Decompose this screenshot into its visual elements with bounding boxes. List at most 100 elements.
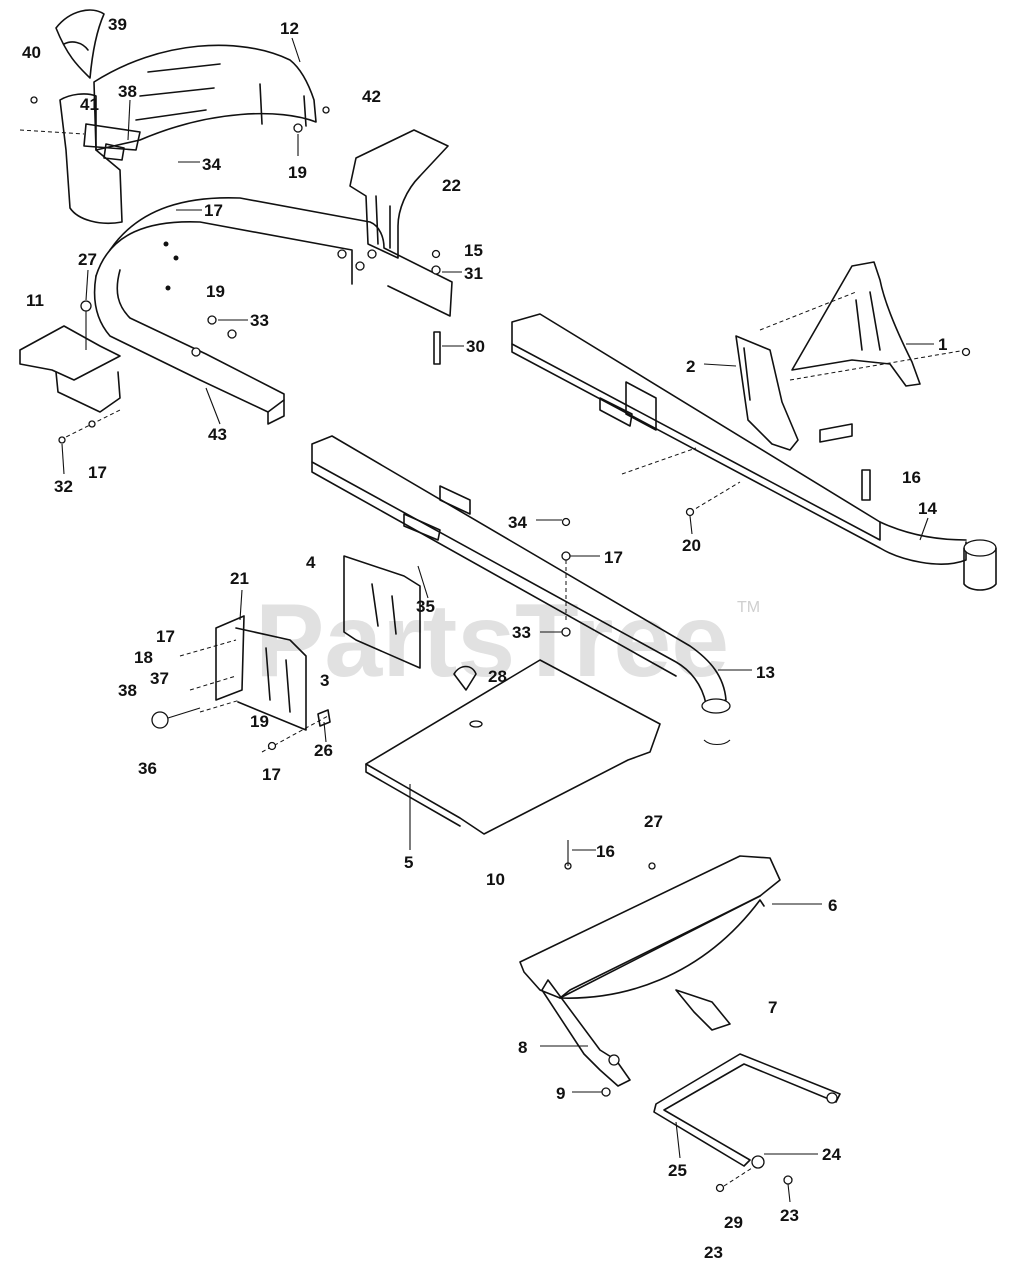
callout-43: 43 <box>208 425 227 444</box>
rod-end <box>826 1092 838 1104</box>
part-22-bracket <box>349 129 449 259</box>
callout-42: 42 <box>362 87 381 106</box>
part-8-pivot <box>608 1054 620 1066</box>
part-3-plate <box>235 627 307 731</box>
callout-17-b: 17 <box>88 463 107 482</box>
part-5-pan <box>365 659 661 835</box>
callout-18: 18 <box>134 648 153 667</box>
leader-27 <box>85 269 89 301</box>
part-41-plate <box>83 123 141 151</box>
callout-6: 6 <box>828 896 837 915</box>
part-33-nut <box>227 329 237 339</box>
callout-34-b: 34 <box>508 513 527 532</box>
part-12-fender-side <box>59 93 123 224</box>
part-7-bracket <box>675 989 731 1031</box>
fender-rear-edge <box>259 83 307 127</box>
callout-36: 36 <box>138 759 157 778</box>
part-6-edge <box>559 895 761 999</box>
part-25-rod <box>653 1053 841 1167</box>
plate-bolt-line <box>189 675 237 691</box>
callout-7: 7 <box>768 998 777 1017</box>
watermark-text: PartsTree <box>255 583 729 699</box>
watermark-trademark: TM <box>737 599 760 616</box>
callout-33: 33 <box>250 311 269 330</box>
part-2-slot <box>743 347 751 401</box>
callout-16: 16 <box>902 468 921 487</box>
leader-25 <box>675 1121 681 1159</box>
tube-hole <box>173 255 179 261</box>
callout-19: 19 <box>288 163 307 182</box>
part-3-slots <box>265 647 291 713</box>
callout-9: 9 <box>556 1084 565 1103</box>
part-14-spindle-top <box>963 539 997 557</box>
plate-bolt-line <box>179 639 237 657</box>
part-2-bracket <box>735 335 799 451</box>
callout-20: 20 <box>682 536 701 555</box>
footrest-assembly <box>519 840 781 1031</box>
callout-39: 39 <box>108 15 127 34</box>
callout-25: 25 <box>668 1161 687 1180</box>
tube-hole <box>165 285 171 291</box>
callout-28: 28 <box>488 667 507 686</box>
callout-35: 35 <box>416 597 435 616</box>
callout-38-b: 38 <box>118 681 137 700</box>
part-27-bolt <box>80 300 92 312</box>
part-27-bolt <box>648 862 656 870</box>
part-12-fender-top <box>93 44 317 151</box>
part-7-pan <box>559 899 765 999</box>
callout-23-b: 23 <box>704 1243 723 1262</box>
callout-33-b: 33 <box>512 623 531 642</box>
callout-27-b: 27 <box>644 812 663 831</box>
part-29-washer <box>715 1183 725 1193</box>
callout-3: 3 <box>320 671 329 690</box>
part-4-plate <box>343 555 421 669</box>
part-1-ribs <box>855 291 881 351</box>
part-36-shank <box>167 707 201 719</box>
callout-8: 8 <box>518 1038 527 1057</box>
part-5-hole <box>469 720 483 728</box>
part-8-arm <box>541 979 631 1087</box>
callout-41: 41 <box>80 95 99 114</box>
part-20-bolt <box>689 481 741 513</box>
callout-17: 17 <box>204 201 223 220</box>
callout-21: 21 <box>230 569 249 588</box>
bracket-nut <box>355 261 365 271</box>
tube-nut <box>191 347 201 357</box>
bracket-nut <box>961 347 971 357</box>
callout-30: 30 <box>466 337 485 356</box>
part-28-knob <box>453 665 477 691</box>
callout-26: 26 <box>314 741 333 760</box>
callout-12: 12 <box>280 19 299 38</box>
part-15-nut <box>431 249 441 259</box>
part-36-eyebolt <box>151 711 169 729</box>
callout-17-c: 17 <box>604 548 623 567</box>
leader-38 <box>127 99 131 141</box>
callout-1: 1 <box>938 335 947 354</box>
plate-bolt-line <box>199 699 241 713</box>
callout-37: 37 <box>150 669 169 688</box>
part-11-plate-side <box>55 371 121 413</box>
callout-19-b: 19 <box>206 282 225 301</box>
callout-16-b: 16 <box>596 842 615 861</box>
part-13-rail-side <box>311 461 677 677</box>
part-1-bracket <box>791 261 921 387</box>
bracket-nut <box>337 249 347 259</box>
callout-11: 11 <box>26 291 44 310</box>
part-26-spacer <box>317 709 331 727</box>
part-33-nut <box>207 315 217 325</box>
part-22-ribs <box>375 195 391 249</box>
leader-2 <box>703 363 737 367</box>
callout-5: 5 <box>404 853 413 872</box>
part-43-tube-top <box>109 196 453 317</box>
part-30-pin <box>433 331 441 365</box>
linkage-arm <box>541 979 631 1097</box>
callout-32: 32 <box>54 477 73 496</box>
bracket-nut <box>367 249 377 259</box>
part-14-rail-side <box>511 343 967 565</box>
leader-43 <box>205 387 221 425</box>
callout-27: 27 <box>78 250 97 269</box>
rail-plate-small <box>403 513 441 541</box>
rail-end-detail <box>703 739 731 746</box>
part-19-nut <box>293 123 303 133</box>
